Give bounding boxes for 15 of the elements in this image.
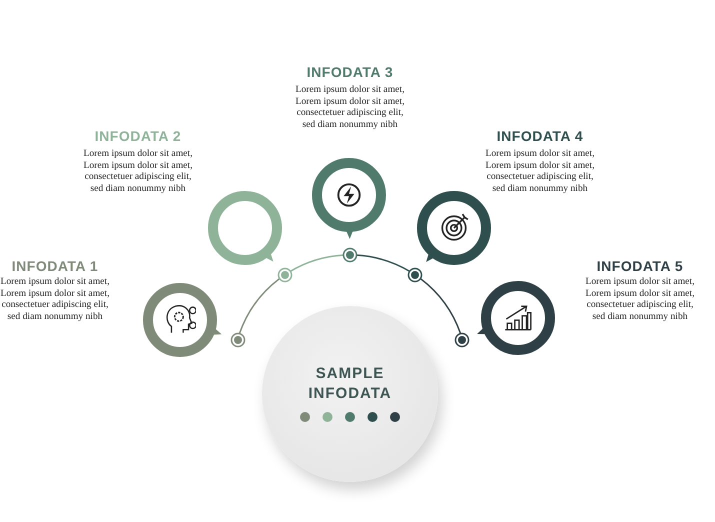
- heading: INFODATA 4: [496, 128, 584, 144]
- arc-line: [290, 254, 344, 272]
- description-text: Lorem ipsum dolor sit amet, Lorem ipsum dolor sit amet, consectetuer adipiscing elit, sed diam nonummy nibh: [484, 148, 596, 194]
- arc-line: [238, 278, 280, 334]
- heading: INFODATA 3: [306, 64, 394, 80]
- heading: INFODATA 2: [94, 128, 182, 144]
- arc-line: [356, 254, 410, 272]
- description-text: Lorem ipsum dolor sit amet, Lorem ipsum dolor sit amet, consectetuer adipiscing elit, sed diam nonummy nibh: [584, 276, 696, 322]
- arc-line: [420, 278, 462, 334]
- description-text: Lorem ipsum dolor sit amet, Lorem ipsum dolor sit amet, consectetuer adipiscing elit, sed diam nonummy nibh: [294, 84, 406, 130]
- heading: INFODATA 5: [596, 258, 684, 274]
- description-text: Lorem ipsum dolor sit amet, Lorem ipsum dolor sit amet, consectetuer adipiscing elit, sed diam nonummy nibh: [0, 276, 110, 322]
- description-text: Lorem ipsum dolor sit amet, Lorem ipsum dolor sit amet, consectetuer adipiscing elit, sed diam nonummy nibh: [82, 148, 194, 194]
- heading: INFODATA 1: [12, 258, 98, 274]
- title-text: SAMPLE INFODATA: [307, 364, 393, 404]
